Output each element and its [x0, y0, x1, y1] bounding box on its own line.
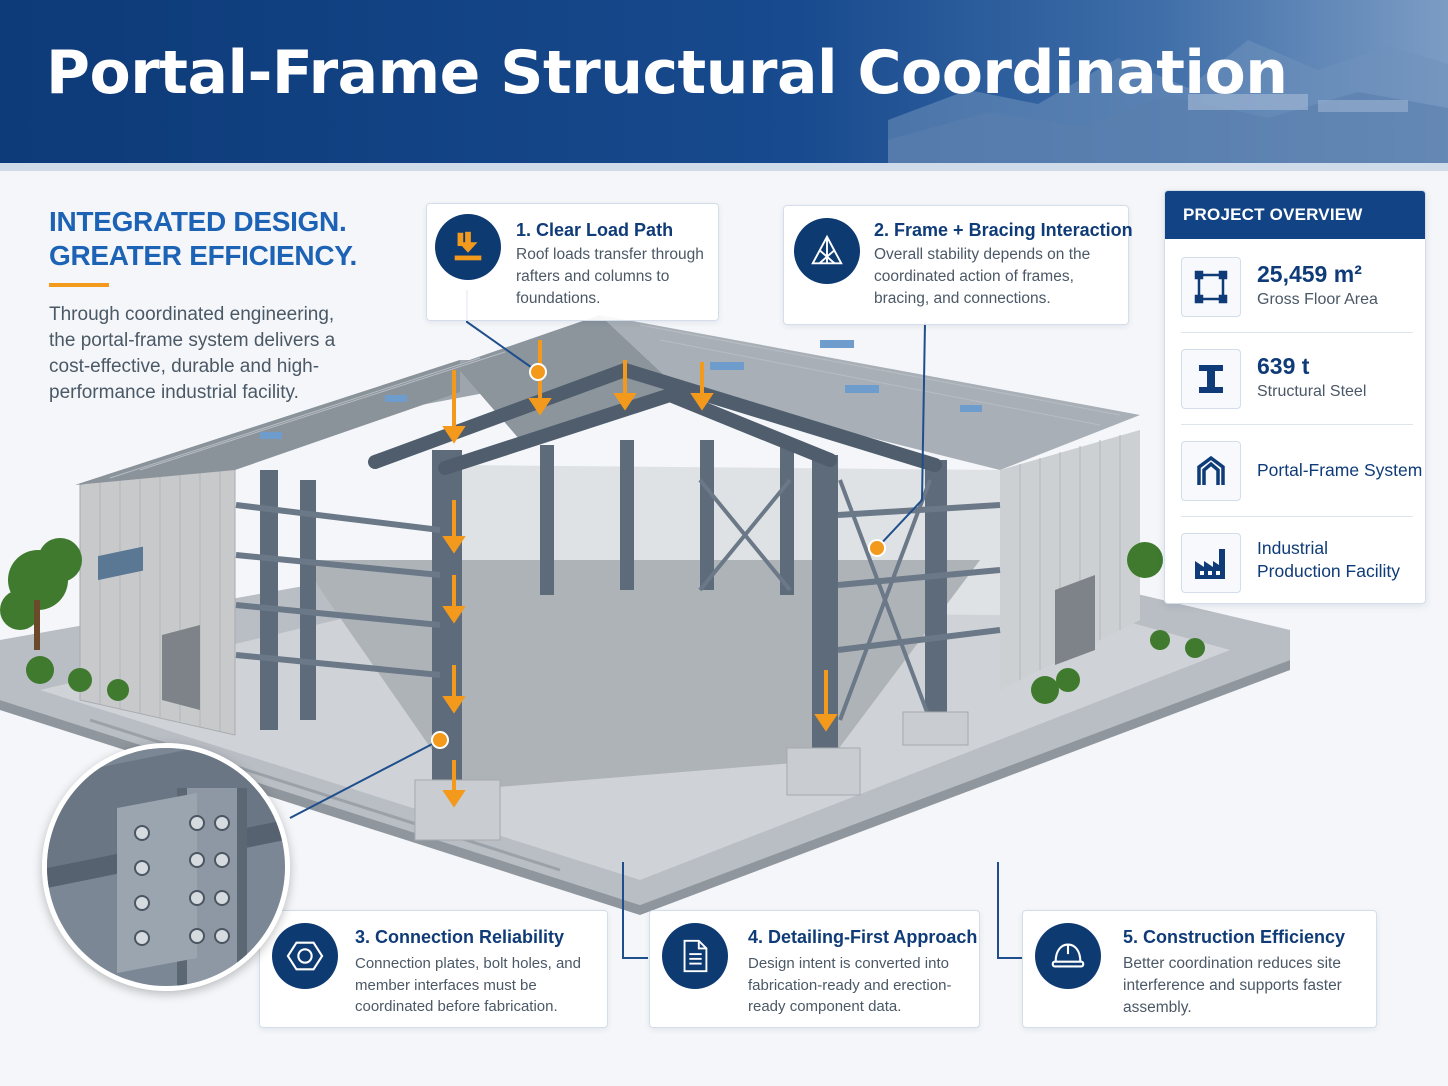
callout-detailing-first: 4. Detailing-First Approach Design inten…: [649, 910, 980, 1028]
callout-title: 4. Detailing-First Approach: [748, 927, 977, 948]
load-path-icon: [435, 214, 501, 280]
intro-text: Through coordinated engineering, the por…: [49, 304, 336, 403]
overview-value-line2: Production Facility: [1257, 561, 1400, 581]
hard-hat-icon: [1035, 923, 1101, 989]
project-overview-panel: PROJECT OVERVIEW 25,459 m² Gross Floor A…: [1164, 190, 1426, 604]
callout-title-text: Clear Load Path: [536, 220, 674, 240]
overview-item-portal-frame: Portal-Frame System: [1181, 425, 1422, 513]
overview-item-facility-type: Industrial Production Facility: [1181, 517, 1413, 603]
intro-heading-line2: GREATER EFFICIENCY.: [49, 240, 358, 271]
steel-beam-icon: [1181, 349, 1241, 409]
overview-divider: [1181, 332, 1413, 333]
mountain-backdrop: [888, 40, 1448, 163]
overview-item-floor-area: 25,459 m² Gross Floor Area: [1181, 241, 1413, 329]
callout-number: 4.: [748, 927, 764, 947]
callout-frame-bracing: 2. Frame + Bracing Interaction Overall s…: [783, 205, 1133, 325]
callout-clear-load-path: 1. Clear Load Path Roof loads transfer t…: [426, 203, 719, 321]
header-banner: Portal-Frame Structural Coordination: [0, 0, 1448, 163]
callout-title: 2. Frame + Bracing Interaction: [874, 220, 1133, 241]
overview-value: 639 t: [1257, 353, 1310, 379]
intro-heading-line1: INTEGRATED DESIGN.: [49, 206, 347, 237]
overview-divider: [1181, 424, 1413, 425]
callout-text: Connection plates, bolt holes, and membe…: [355, 955, 581, 1015]
callout-title: 5. Construction Efficiency: [1123, 927, 1345, 948]
bolted-connection-detail: [47, 748, 285, 986]
connection-detail-lens: [42, 743, 290, 991]
callout-construction-efficiency: 5. Construction Efficiency Better coordi…: [1022, 910, 1377, 1028]
callout-title: 3. Connection Reliability: [355, 927, 564, 948]
overview-value: Portal-Frame System: [1257, 460, 1423, 480]
overview-label: Structural Steel: [1257, 383, 1367, 400]
intro-accent-bar: [49, 283, 109, 287]
building-illustration: [0, 290, 1290, 959]
callout-text: Design intent is converted into fabricat…: [748, 955, 952, 1015]
overview-label: Gross Floor Area: [1257, 291, 1378, 308]
header-divider: [0, 163, 1448, 171]
portal-frame-icon: [1181, 441, 1241, 501]
overview-divider: [1181, 516, 1413, 517]
callout-number: 3.: [355, 927, 371, 947]
callout-number: 2.: [874, 220, 890, 240]
overview-value: Industrial Production Facility: [1257, 537, 1400, 583]
callout-number: 1.: [516, 220, 532, 240]
callout-text: Better coordination reduces site interfe…: [1123, 955, 1342, 1016]
overview-value-line1: Industrial: [1257, 538, 1329, 558]
callout-number: 5.: [1123, 927, 1139, 947]
callout-title-text: Connection Reliability: [375, 927, 565, 947]
callout-text: Overall stability depends on the coordin…: [874, 246, 1091, 307]
overview-value: 25,459 m²: [1257, 261, 1362, 287]
page-title: Portal-Frame Structural Coordination: [46, 38, 1288, 108]
project-overview-header: PROJECT OVERVIEW: [1165, 191, 1425, 239]
callout-text: Roof loads transfer through rafters and …: [516, 246, 704, 307]
intro-heading: INTEGRATED DESIGN. GREATER EFFICIENCY.: [49, 205, 379, 273]
overview-item-structural-steel: 639 t Structural Steel: [1181, 333, 1413, 421]
factory-icon: [1181, 533, 1241, 593]
truss-icon: [794, 218, 860, 284]
callout-title-text: Frame + Bracing Interaction: [894, 220, 1133, 240]
callout-title: 1. Clear Load Path: [516, 220, 673, 241]
project-overview-title: PROJECT OVERVIEW: [1183, 205, 1363, 224]
callout-title-text: Construction Efficiency: [1143, 927, 1346, 947]
document-icon: [662, 923, 728, 989]
callout-title-text: Detailing-First Approach: [768, 927, 978, 947]
callout-connection-reliability: 3. Connection Reliability Connection pla…: [259, 910, 608, 1028]
hex-nut-icon: [272, 923, 338, 989]
floor-area-icon: [1181, 257, 1241, 317]
